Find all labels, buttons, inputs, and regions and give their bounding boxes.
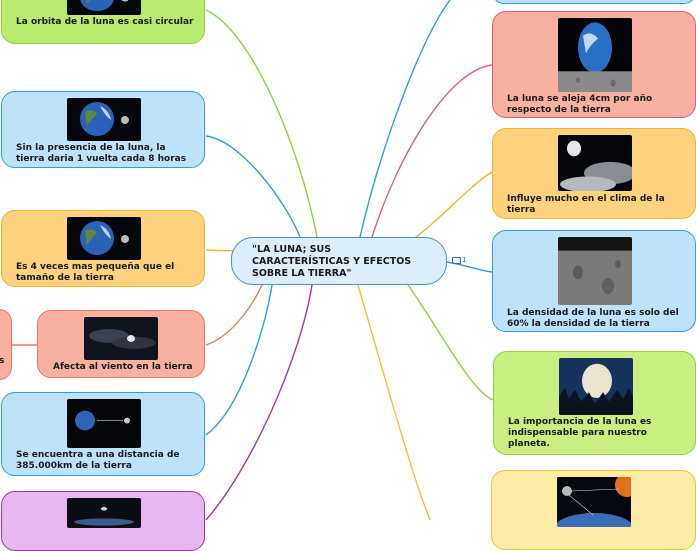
topic-label: Sin la presencia de la luna, la tierra d… <box>16 143 187 164</box>
connector-right <box>357 284 431 520</box>
moon-clouds-image <box>558 135 632 191</box>
comment-icon <box>452 256 461 264</box>
topic-importance[interactable]: La importancia de la luna es indispensab… <box>493 351 696 455</box>
topic-rotation[interactable]: Sin la presencia de la luna, la tierra d… <box>1 91 205 168</box>
lunar-surface-image <box>558 237 632 305</box>
earth-moon-image <box>67 98 141 141</box>
topic-moving-away[interactable]: La luna se aleja 4cm por año respecto de… <box>492 11 696 118</box>
connector-left <box>205 135 301 238</box>
topic-bottom-left[interactable] <box>1 491 205 551</box>
space-image <box>67 498 141 528</box>
subtopic-partial[interactable]: s <box>0 309 12 380</box>
topic-bottom-right[interactable] <box>491 470 696 550</box>
earth-moon-image <box>67 0 141 15</box>
connector-right <box>407 284 494 401</box>
topic-top-right[interactable] <box>492 0 696 4</box>
connector-right <box>359 0 451 238</box>
topic-distance[interactable]: Se encuentra a una distancia de 385.000k… <box>1 392 205 476</box>
connector-right <box>371 64 493 238</box>
subtopic-label: s <box>0 356 5 366</box>
topic-density[interactable]: La densidad de la luna es solo del 60% l… <box>492 230 696 332</box>
connector-right <box>446 261 493 273</box>
connector-lines <box>12 0 494 520</box>
topic-label: Se encuentra a una distancia de 385.000k… <box>16 450 180 471</box>
comment-badge[interactable]: 1 <box>452 256 466 264</box>
topic-label: La importancia de la luna es indispensab… <box>508 417 652 449</box>
connector-right <box>411 171 493 241</box>
connector-left <box>205 284 273 436</box>
night-moon-image <box>84 317 158 360</box>
connector-left <box>205 284 313 520</box>
central-topic[interactable]: "LA LUNA; SUS CARACTERÍSTICAS Y EFECTOS … <box>231 237 447 285</box>
comment-count: 1 <box>462 256 467 264</box>
topic-size[interactable]: Es 4 veces mas pequeña que el tamaño de … <box>1 210 205 287</box>
earth-from-moon-image <box>558 18 632 92</box>
central-topic-title: "LA LUNA; SUS CARACTERÍSTICAS Y EFECTOS … <box>252 244 412 279</box>
topic-orbit[interactable]: La orbita de la luna es casi circular <box>1 0 205 44</box>
connector-left <box>205 9 318 238</box>
topic-label: Es 4 veces mas pequeña que el tamaño de … <box>16 262 175 283</box>
connector-left <box>205 284 263 346</box>
topic-wind[interactable]: Afecta al viento en la tierra <box>37 310 205 378</box>
topic-label: Influye mucho en el clima de la tierra <box>507 194 665 215</box>
topic-label: La luna se aleja 4cm por año respecto de… <box>507 94 653 115</box>
topic-label: La orbita de la luna es casi circular <box>16 17 194 27</box>
moon-over-trees-image <box>559 358 633 415</box>
topic-label: La densidad de la luna es solo del 60% l… <box>507 308 679 329</box>
earth-moon-image <box>67 217 141 260</box>
topic-climate[interactable]: Influye mucho en el clima de la tierra <box>492 128 696 219</box>
earth-moon-distance-image <box>67 399 141 448</box>
topic-label: Afecta al viento en la tierra <box>53 362 193 372</box>
